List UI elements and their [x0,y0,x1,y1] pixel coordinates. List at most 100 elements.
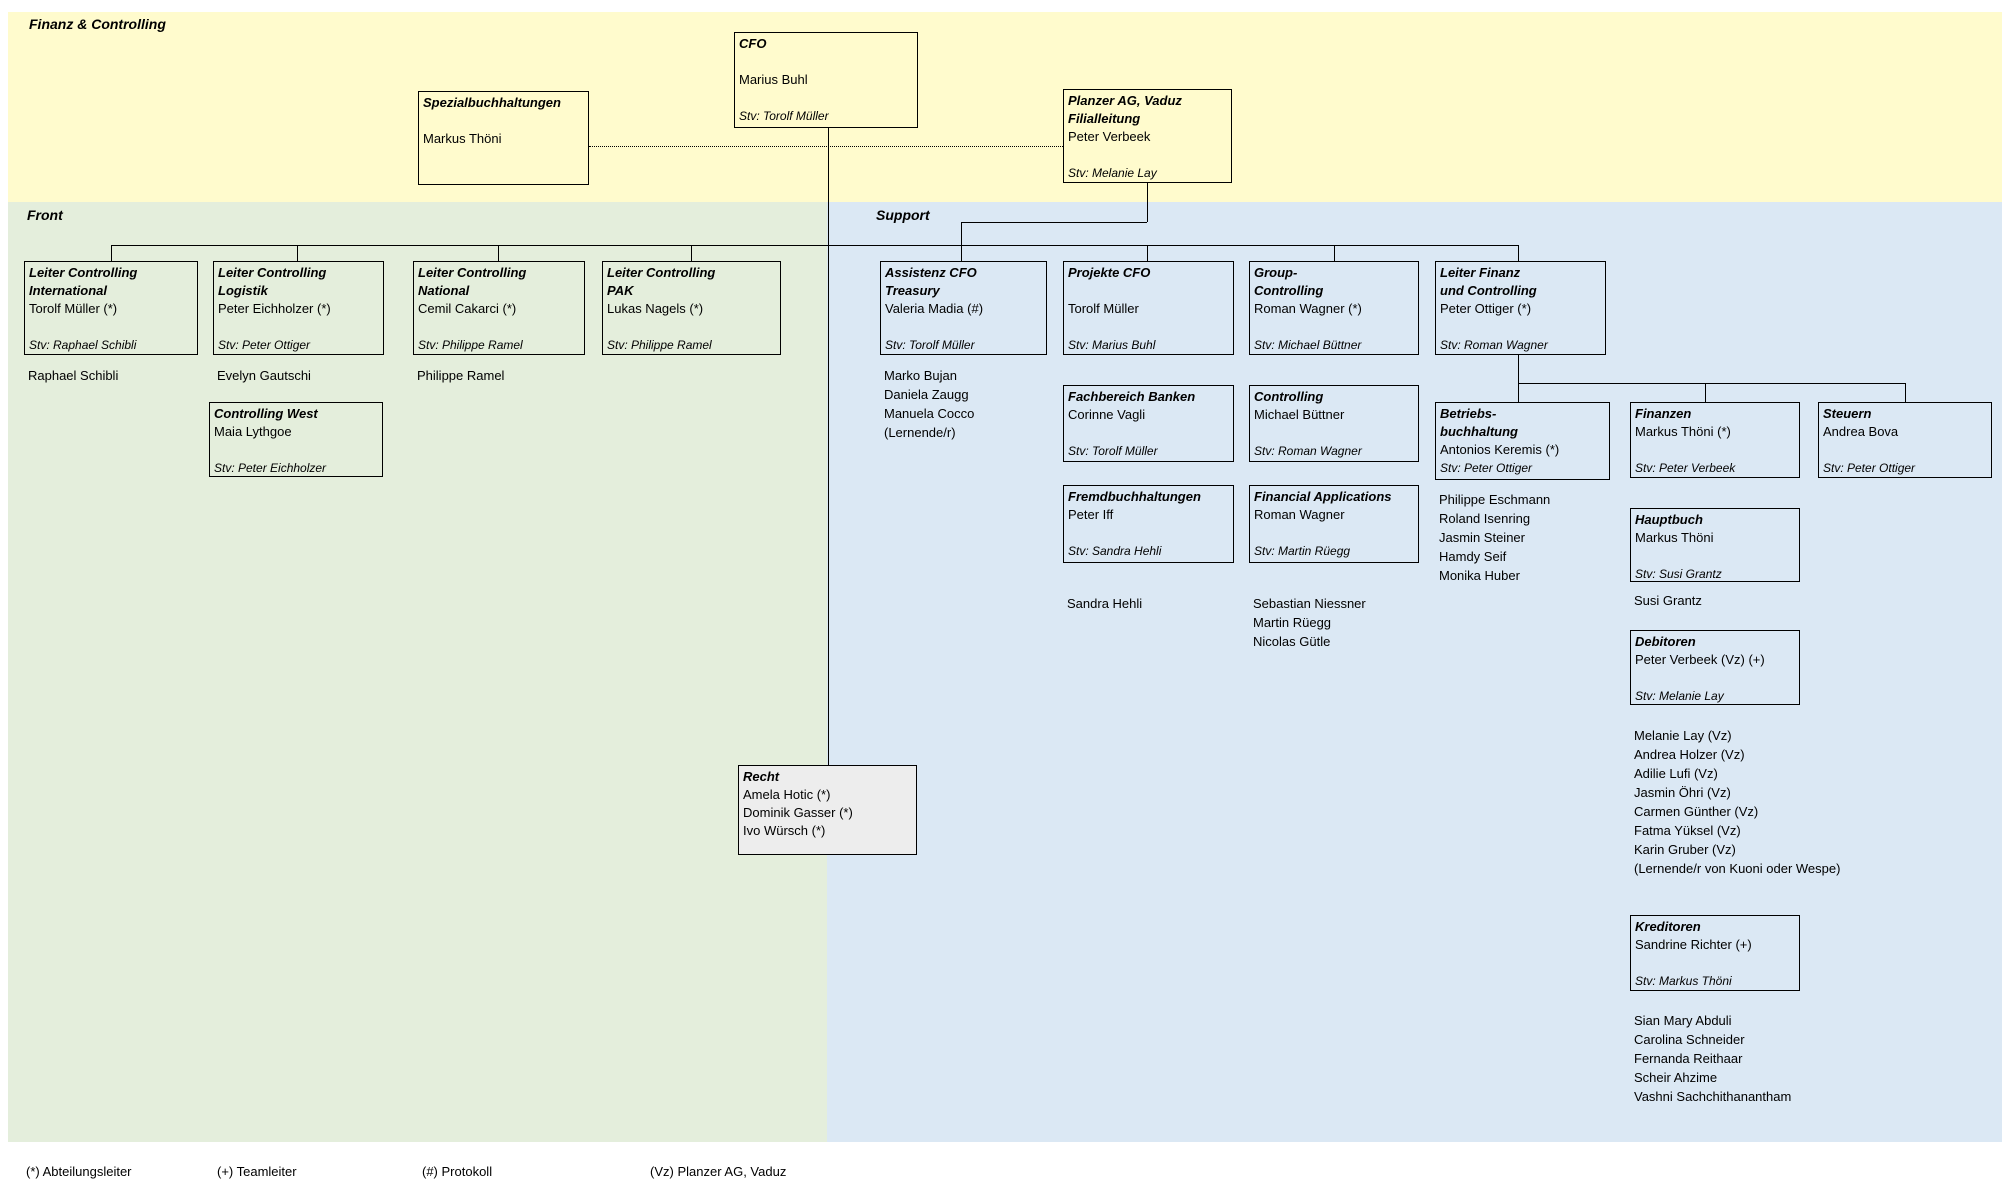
connector-line [1334,245,1335,261]
staff-list-fremdbuchhaltungen: Sandra Hehli [1067,594,1142,613]
staff-name: Sandra Hehli [1067,596,1143,611]
controlling-national-line-title: National [418,283,470,298]
debitoren-line-name: Peter Verbeek (Vz) (+) [1635,652,1765,667]
planzer-filialleitung-line-name: Peter Verbeek [1068,129,1151,144]
controlling-logistik-line-title: Logistik [218,283,268,298]
debitoren-line-title: Debitoren [1635,634,1696,649]
staff-name: Philippe Ramel [417,368,505,383]
legend-item: (+) Teamleiter [217,1164,297,1179]
group-controlling-line-title: Controlling [1254,283,1324,298]
staff-name: Daniela Zaugg [884,387,969,402]
kreditoren-line-name: Sandrine Richter (+) [1635,937,1752,952]
controlling-west-line-name: Maia Lythgoe [214,424,292,439]
staff-name: Andrea Holzer (Vz) [1634,747,1745,762]
controlling-national-line-title: Leiter Controlling [418,265,527,280]
projekte-cfo-line-stv: Stv: Marius Buhl [1068,338,1156,352]
controlling-west-line-stv: Stv: Peter Eichholzer [214,461,327,475]
planzer-filialleitung-line-title: Filialleitung [1068,111,1141,126]
steuern-line-stv: Stv: Peter Ottiger [1823,461,1916,475]
fremdbuchhaltungen-line-stv: Stv: Sandra Hehli [1068,544,1162,558]
spezialbuchhaltungen-line-name: Markus Thöni [423,131,502,146]
staff-name: Philippe Eschmann [1439,492,1551,507]
connector-line [1705,383,1706,402]
band-front [8,202,827,1142]
controlling-line-name: Michael Büttner [1254,407,1345,422]
group-controlling-line-title: Group- [1254,265,1298,280]
leiter-finanz-line-title: Leiter Finanz [1440,265,1521,280]
hauptbuch-line-stv: Stv: Susi Grantz [1635,567,1722,581]
connector-line [1147,183,1148,222]
staff-list-controlling-international: Raphael Schibli [28,366,118,385]
controlling-logistik-line-name: Peter Eichholzer (*) [218,301,331,316]
staff-name: Karin Gruber (Vz) [1634,842,1736,857]
betriebsbuchhaltung-line-name: Antonios Keremis (*) [1440,442,1560,457]
finanzen-line-title: Finanzen [1635,406,1692,421]
controlling-international-line-title: Leiter Controlling [29,265,138,280]
spezialbuchhaltungen-line-title: Spezialbuchhaltungen [423,95,561,110]
staff-name: Roland Isenring [1439,511,1531,526]
assistenz-cfo-line-title: Assistenz CFO [885,265,977,280]
hauptbuch-line-name: Markus Thöni [1635,530,1714,545]
hauptbuch-line-title: Hauptbuch [1635,512,1703,527]
assistenz-cfo-line-title: Treasury [885,283,940,298]
staff-list-controlling-national: Philippe Ramel [417,366,504,385]
recht-line-title: Recht [743,769,780,784]
legend-item: (Vz) Planzer AG, Vaduz [650,1164,787,1179]
controlling-line-title: Controlling [1254,389,1324,404]
controlling-international-line-name: Torolf Müller (*) [29,301,118,316]
staff-name: Carolina Schneider [1634,1032,1745,1047]
planzer-filialleitung-line-title: Planzer AG, Vaduz [1068,93,1182,108]
staff-list-debitoren: Melanie Lay (Vz) Andrea Holzer (Vz) Adilie… [1634,726,1840,878]
staff-name: Scheir Ahzime [1634,1070,1718,1085]
staff-name: Melanie Lay (Vz) [1634,728,1732,743]
staff-name: Marko Bujan [884,368,957,383]
front-label: Front [27,207,63,223]
group-controlling-line-name: Roman Wagner (*) [1254,301,1362,316]
planzer-filialleitung-line-stv: Stv: Melanie Lay [1068,166,1157,180]
connector-line [961,222,962,245]
financial-applications-line-title: Financial Applications [1254,489,1392,504]
connector-line [1518,245,1519,261]
controlling-national-line-stv: Stv: Philippe Ramel [418,338,523,352]
leiter-finanz-line-name: Peter Ottiger (*) [1440,301,1532,316]
group-controlling-line-stv: Stv: Michael Büttner [1254,338,1362,352]
staff-name: Susi Grantz [1634,593,1702,608]
fremdbuchhaltungen-line-title: Fremdbuchhaltungen [1068,489,1201,504]
staff-name: Sian Mary Abduli [1634,1013,1732,1028]
support-label: Support [876,207,930,223]
staff-name: Carmen Günther (Vz) [1634,804,1759,819]
connector-line [589,146,1063,147]
financial-applications-line-name: Roman Wagner [1254,507,1345,522]
leiter-finanz-line-title: und Controlling [1440,283,1537,298]
connector-line [1147,245,1148,261]
controlling-pak-line-stv: Stv: Philippe Ramel [607,338,712,352]
staff-name: Fernanda Reithaar [1634,1051,1743,1066]
staff-name: Raphael Schibli [28,368,119,383]
staff-name: Hamdy Seif [1439,549,1507,564]
org-box-projekte-cfo: Projekte CFO Torolf Müller Stv: Marius B… [1063,261,1234,355]
finanzen-line-name: Markus Thöni (*) [1635,424,1731,439]
connector-line [1905,383,1906,402]
betriebsbuchhaltung-line-title: Betriebs- [1440,406,1497,421]
staff-name: Jasmin Öhri (Vz) [1634,785,1731,800]
betriebsbuchhaltung-line-title: buchhaltung [1440,424,1518,439]
page-title: Finanz & Controlling [29,16,166,32]
legend-item: (#) Protokoll [422,1164,493,1179]
controlling-pak-line-name: Lukas Nagels (*) [607,301,704,316]
fachbereich-banken-line-name: Corinne Vagli [1068,407,1146,422]
staff-name: Adilie Lufi (Vz) [1634,766,1718,781]
steuern-line-name: Andrea Bova [1823,424,1899,439]
staff-name: Vashni Sachchithanantham [1634,1089,1792,1104]
